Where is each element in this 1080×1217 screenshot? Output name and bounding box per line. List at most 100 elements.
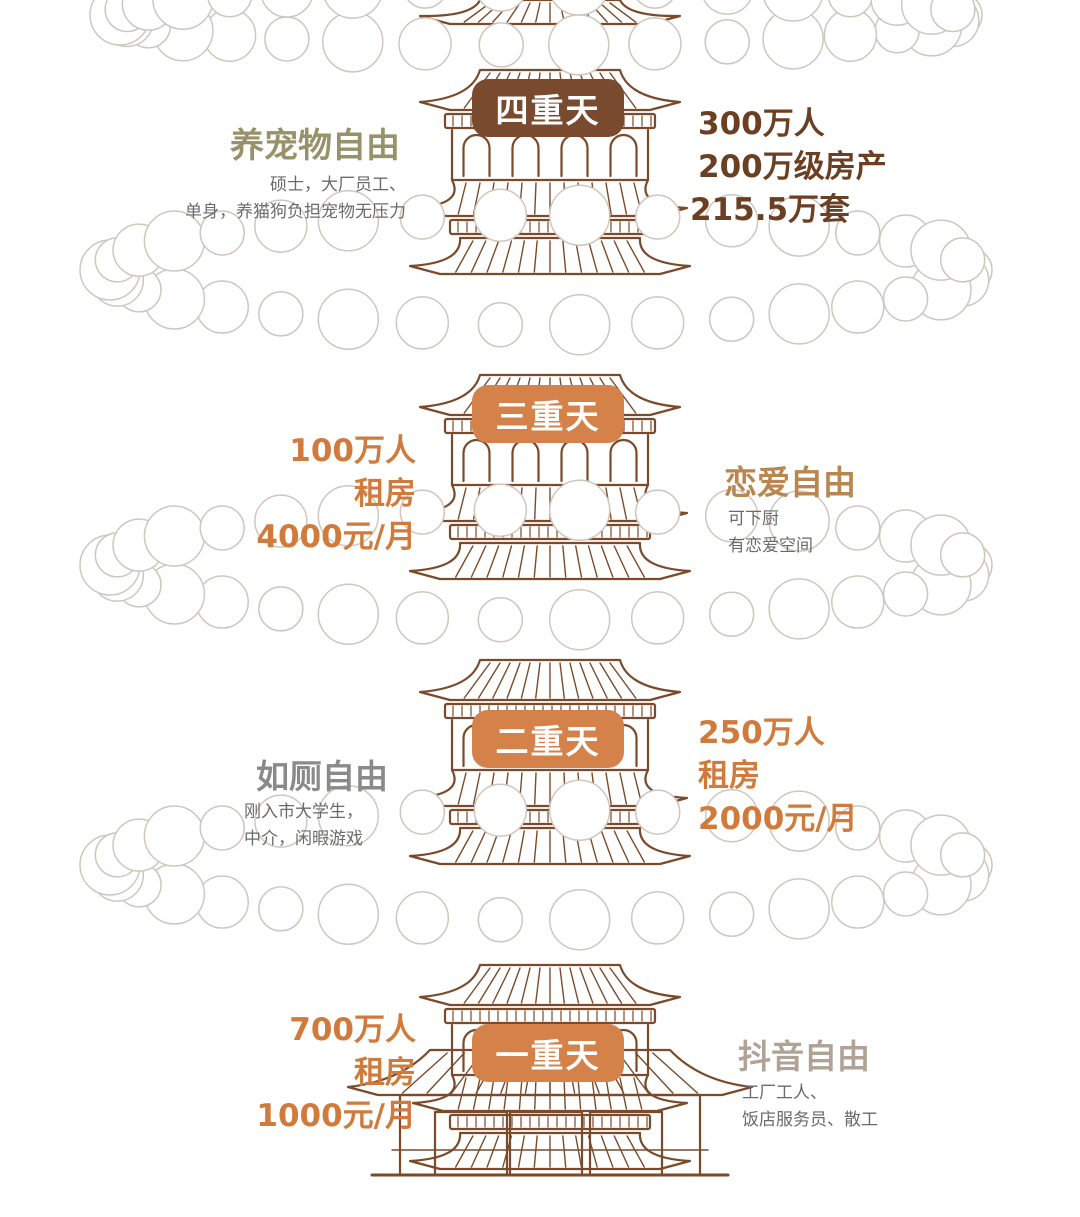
roof-rafter — [589, 662, 608, 699]
cloud-puff — [703, 0, 752, 15]
cloud-puff — [939, 532, 986, 578]
roof-eave — [418, 963, 682, 1007]
arched-window — [511, 133, 540, 178]
roof-rafter — [600, 1135, 614, 1168]
roof-rafter — [569, 967, 580, 1004]
cloud-puff — [704, 489, 759, 543]
roof-rafter — [470, 1135, 487, 1168]
roof-rafter — [470, 830, 487, 863]
roof-eave — [408, 1131, 692, 1171]
cloud-puff — [831, 280, 885, 334]
cloud-puff — [399, 489, 446, 535]
cloud-puff — [704, 19, 750, 65]
cloud-puff — [548, 294, 611, 356]
roof-rafter — [605, 182, 612, 215]
arched-window — [560, 438, 589, 483]
roof-rafter — [613, 1135, 630, 1168]
cloud-puff — [254, 199, 308, 253]
roof-eave — [418, 68, 682, 112]
roof-rafter — [605, 1077, 612, 1110]
roof-rafter — [533, 545, 538, 578]
roof-rafter — [577, 1077, 582, 1110]
roof-rafter — [492, 662, 511, 699]
roof-rafter — [609, 967, 637, 1004]
stats-3-housing: 租房 — [354, 476, 416, 512]
roof-rafter — [455, 830, 474, 863]
stats-4-housing: 200万级房产 — [698, 149, 887, 185]
roof-rafter — [600, 240, 614, 273]
cloud-puff — [199, 505, 245, 551]
cloud-puff — [324, 0, 382, 19]
cloud-puff — [828, 0, 873, 18]
roof-rafter — [517, 830, 525, 863]
roof-rafter — [619, 182, 628, 215]
cloud-puff — [258, 886, 304, 932]
cloud-puff — [634, 789, 681, 835]
cloud-puff — [473, 188, 528, 242]
cloud-puff — [630, 591, 685, 645]
cloud-puff — [704, 194, 759, 248]
roof-rafter — [488, 1077, 495, 1110]
cloud-puff — [322, 11, 384, 73]
roof-eave — [408, 826, 692, 866]
roof-rafter — [559, 967, 565, 1004]
cloud-puff — [939, 832, 986, 878]
roof-rafter — [477, 662, 501, 699]
cloud-puff — [835, 805, 881, 851]
cloud-puff — [548, 889, 611, 951]
roof-rafter — [486, 545, 500, 578]
roof-rafter — [518, 1077, 523, 1110]
cloud-puff — [704, 789, 759, 843]
roof-rafter — [619, 1077, 628, 1110]
cloud-puff — [317, 583, 380, 645]
cloud-puff — [395, 891, 450, 945]
roof-rafter — [533, 830, 538, 863]
roof-rafter — [472, 1077, 481, 1110]
description-2-line-1: 刚入市大学生， — [244, 802, 363, 822]
cloud-puff — [548, 779, 611, 841]
roof-rafter — [455, 240, 474, 273]
roof-rafter — [626, 1135, 645, 1168]
roof-rafter — [535, 662, 541, 699]
roof-rafter — [562, 545, 567, 578]
roof-rafter — [619, 487, 628, 520]
roof-rafter — [535, 967, 541, 1004]
cloud-puff — [399, 789, 446, 835]
cloud-puff — [317, 485, 380, 547]
roof-eave — [418, 373, 682, 417]
cloud-puff — [768, 578, 830, 640]
stats-1: 700万人 租房 1000元/月 — [230, 1009, 416, 1138]
cloud-puff — [708, 591, 755, 637]
cloud-puff — [407, 0, 444, 9]
roof-rafter — [626, 240, 645, 273]
roof-rafter — [587, 240, 598, 273]
stats-2: 250万人 租房 2000元/月 — [698, 712, 858, 841]
main-roof — [346, 1048, 754, 1097]
cloud-puff — [628, 17, 682, 71]
roof-rafter — [534, 1077, 537, 1110]
description-4-line-1: 硕士，大厂员工、 — [270, 175, 406, 195]
roof-rafter — [609, 2, 637, 23]
description-2-line-2: 中介，闲暇游戏 — [244, 829, 363, 849]
roof-rafter — [589, 967, 608, 1004]
cloud-ring — [79, 779, 993, 951]
freedom-title-3: 恋爱自由 — [724, 463, 856, 502]
cloud-puff — [254, 794, 308, 848]
roof-rafter — [635, 1052, 674, 1094]
cloud-puff — [317, 288, 380, 350]
description-3-line-2: 有恋爱空间 — [728, 536, 813, 556]
cloud-puff — [395, 296, 450, 350]
cloud-puff — [634, 489, 681, 535]
roof-rafter — [562, 240, 567, 273]
roof-rafter — [626, 545, 645, 578]
roof-eave — [408, 236, 692, 276]
roof-rafter — [534, 772, 537, 805]
roof-rafter — [517, 240, 525, 273]
cloud-puff — [882, 571, 929, 617]
roof-rafter — [626, 830, 645, 863]
cloud-puff — [143, 505, 206, 567]
cloud-puff — [768, 878, 830, 940]
stats-4-population: 300万人 — [698, 106, 825, 142]
roof-rafter — [472, 772, 481, 805]
cloud-puff — [548, 589, 611, 651]
